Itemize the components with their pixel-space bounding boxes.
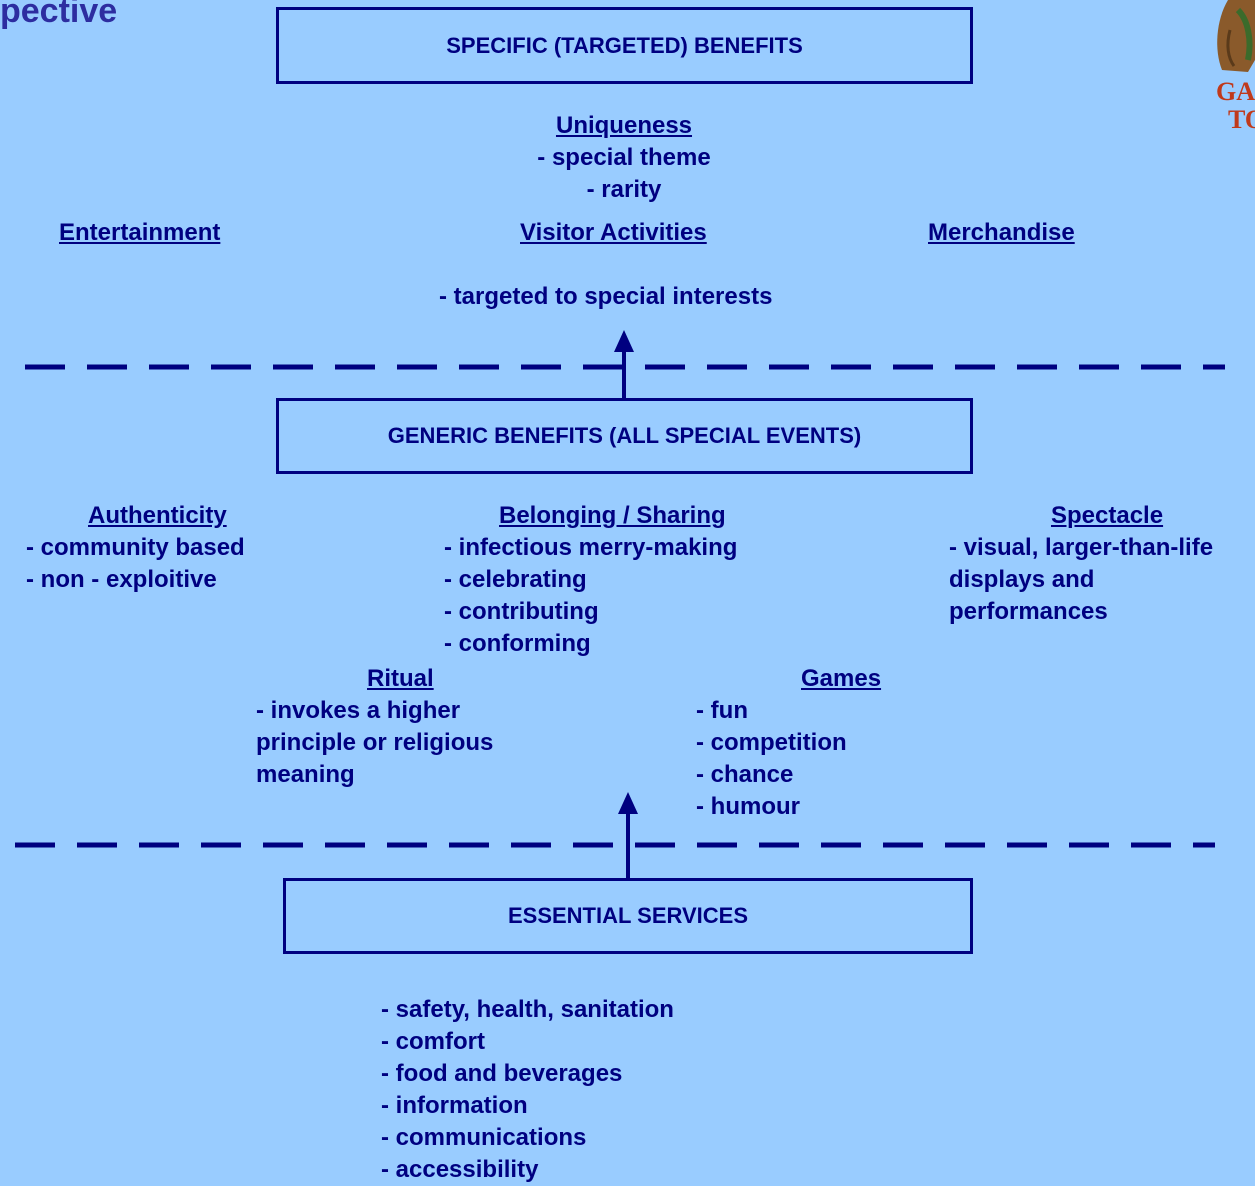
uniqueness-block: Uniqueness - special theme - rarity — [474, 110, 774, 206]
arrow-upper-head — [614, 330, 634, 352]
belonging-item: - contributing — [444, 598, 599, 625]
visitor-activities-heading: Visitor Activities — [520, 219, 707, 246]
spectacle-item: - visual, larger-than-life — [949, 534, 1214, 561]
uniqueness-heading: Uniqueness — [555, 112, 693, 139]
spectacle-block: Spectacle - visual, larger-than-life dis… — [949, 500, 1213, 628]
belonging-item: - infectious merry-making — [444, 534, 738, 561]
box-generic-benefits: GENERIC BENEFITS (ALL SPECIAL EVENTS) — [276, 398, 973, 474]
authenticity-item: - community based — [26, 534, 245, 561]
essential-item: - food and beverages — [381, 1060, 623, 1087]
targeted-text: - targeted to special interests — [439, 283, 773, 310]
logo: GA TO — [1208, 0, 1255, 140]
ritual-item: principle or religious — [256, 729, 494, 756]
uniqueness-item: - special theme — [537, 144, 711, 171]
authenticity-block: Authenticity - community based - non - e… — [26, 500, 245, 596]
page-title: pective — [0, 0, 118, 30]
essential-item: - accessibility — [381, 1156, 539, 1183]
uniqueness-item: - rarity — [586, 176, 662, 203]
logo-graphic: GA TO — [1216, 0, 1255, 134]
logo-text-2: TO — [1228, 105, 1255, 134]
belonging-block: Belonging / Sharing - infectious merry-m… — [444, 500, 737, 660]
merchandise-heading: Merchandise — [928, 219, 1075, 246]
belonging-item: - celebrating — [444, 566, 587, 593]
games-block: Games - fun - competition - chance - hum… — [696, 663, 881, 823]
ritual-block: Ritual - invokes a higher principle or r… — [256, 663, 493, 791]
logo-text-1: GA — [1216, 77, 1255, 106]
essential-item: - information — [381, 1092, 528, 1119]
games-heading: Games — [801, 665, 882, 692]
games-item: - competition — [696, 729, 847, 756]
essential-item: - communications — [381, 1124, 587, 1151]
ritual-heading: Ritual — [367, 665, 434, 692]
essential-services-list: - safety, health, sanitation - comfort -… — [381, 994, 674, 1186]
authenticity-item: - non - exploitive — [26, 566, 217, 593]
belonging-heading: Belonging / Sharing — [499, 502, 726, 529]
games-item: - chance — [696, 761, 794, 788]
spectacle-heading: Spectacle — [1051, 502, 1164, 529]
belonging-item: - conforming — [444, 630, 591, 657]
essential-item: - comfort — [381, 1028, 485, 1055]
spectacle-item: performances — [949, 598, 1108, 625]
games-item: - fun — [696, 697, 748, 724]
games-item: - humour — [696, 793, 800, 820]
box-specific-benefits: SPECIFIC (TARGETED) BENEFITS — [276, 7, 973, 84]
essential-item: - safety, health, sanitation — [381, 996, 674, 1023]
ritual-item: meaning — [256, 761, 355, 788]
entertainment-heading: Entertainment — [59, 219, 221, 246]
arrow-lower-head — [618, 792, 638, 814]
ritual-item: - invokes a higher — [256, 697, 461, 724]
spectacle-item: displays and — [949, 566, 1095, 593]
authenticity-heading: Authenticity — [88, 502, 227, 529]
box-essential-services: ESSENTIAL SERVICES — [283, 878, 973, 954]
